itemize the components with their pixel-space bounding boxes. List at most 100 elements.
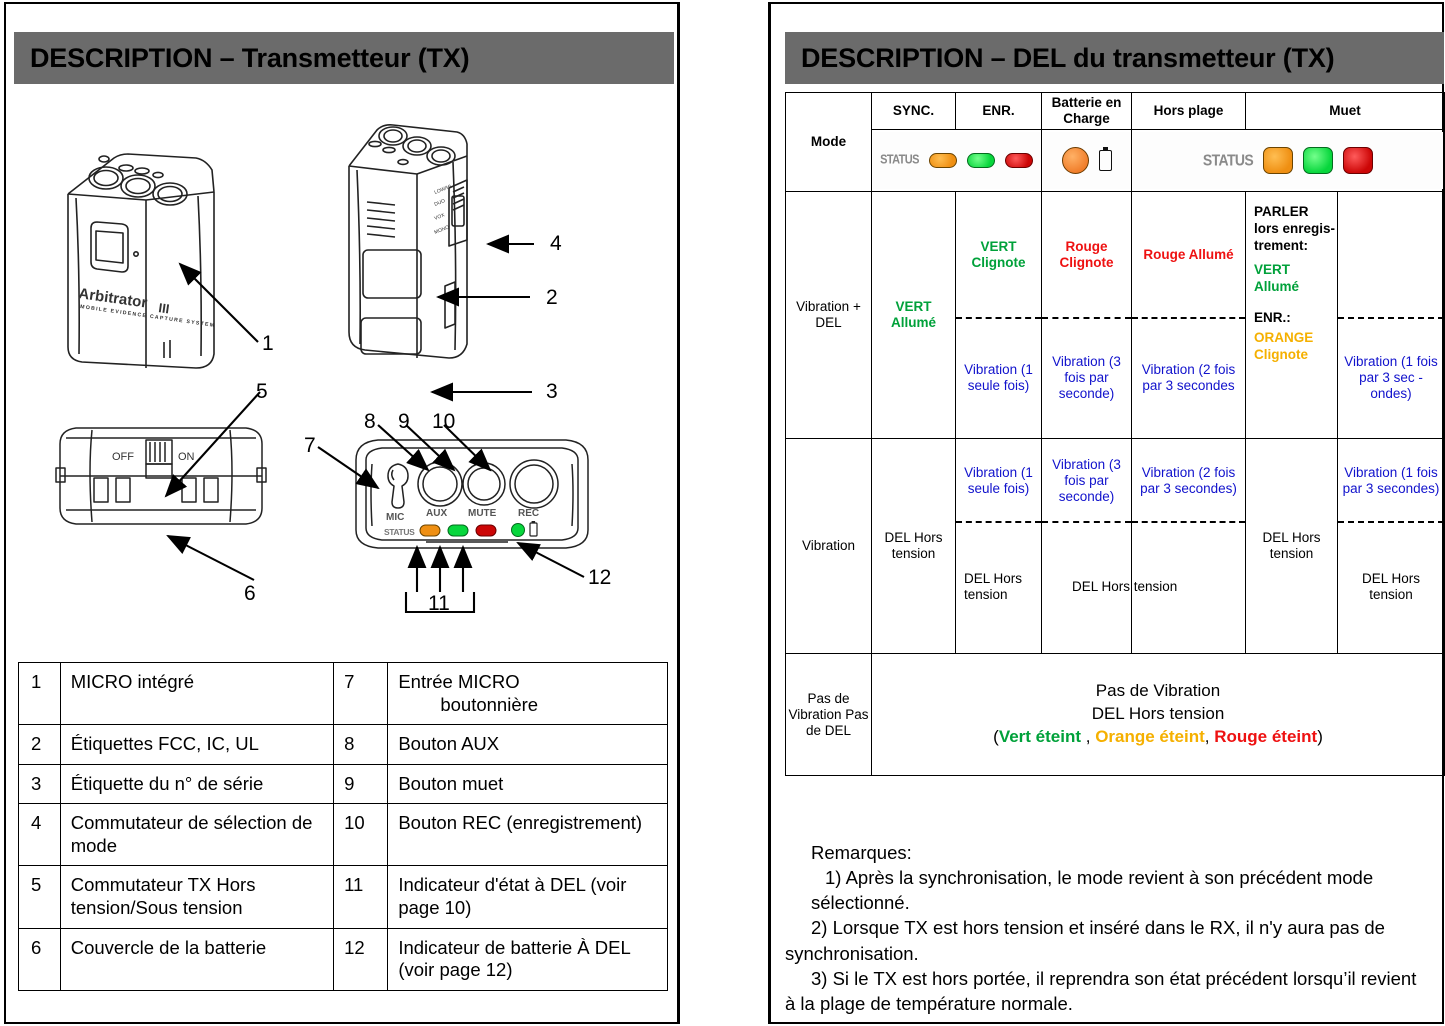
- paren-open: (: [993, 727, 999, 747]
- part-description-line1: Entrée MICRO: [398, 671, 520, 692]
- part-number: 5: [18, 865, 61, 929]
- cell-hors-plage-led: Rouge Allumé: [1143, 247, 1234, 263]
- part-number: 8: [333, 724, 389, 765]
- cell-muet-vibration: Vibration (1 fois par 3 sec -ondes): [1337, 191, 1445, 440]
- cell-hors-plage: Vibration (2 fois par 3 secondes): [1131, 438, 1246, 655]
- svg-text:VOX: VOX: [434, 212, 447, 222]
- note-1-line-2: sélectionné.: [811, 892, 910, 914]
- part-description: MICRO intégré: [59, 661, 335, 726]
- part-number: 3: [18, 763, 61, 805]
- aux-button-label: AUX: [426, 508, 447, 519]
- part-number: 12: [333, 927, 389, 991]
- header-batterie: Batterie en Charge: [1041, 91, 1132, 131]
- part-description-line2: boutonnière: [440, 693, 539, 715]
- callout-5: 5: [256, 380, 268, 403]
- status-strip-muet: STATUS: [1131, 129, 1445, 193]
- cell-batterie-led: Rouge Clignote: [1059, 239, 1114, 271]
- notes-section: Remarques: 1) Après la synchronisation, …: [785, 840, 1440, 1016]
- table-header-row: Mode SYNC. ENR. Batterie en Charge Hors …: [785, 91, 1445, 193]
- part-number: 9: [333, 763, 389, 805]
- vert-eteint: Vert éteint: [998, 727, 1082, 747]
- led-green-icon: [1303, 147, 1334, 175]
- parts-legend-table: 1 MICRO intégré 7 Entrée MICRO boutonniè…: [18, 661, 668, 991]
- device-rear-illustration: LOW/HI DUO VOX MONO: [348, 124, 468, 359]
- header-muet: Muet: [1245, 91, 1445, 131]
- cell-batterie: Rouge Clignote Vibration (3 fois par sec…: [1041, 191, 1132, 440]
- device-top-panel-illustration: MIC AUX MUTE REC STATUS: [355, 439, 589, 549]
- cell-sync: DEL Hors tension: [871, 438, 956, 655]
- part-description: Indicateur d'état à DEL (voir page 10): [387, 865, 668, 929]
- header-enr: ENR.: [955, 91, 1042, 131]
- note-1-line-1: 1) Après la synchronisation, le mode rev…: [825, 867, 1374, 889]
- paren-close: ): [1317, 727, 1323, 747]
- cell-muet-del: DEL Hors tension: [1245, 438, 1338, 655]
- cell-enr-vibration: Vibration (1 seule fois): [964, 465, 1033, 497]
- sep-2: ,: [1204, 727, 1215, 747]
- cell-muet-vibration: Vibration (1 fois par 3 secondes) DEL Ho…: [1337, 438, 1445, 655]
- callout-6: 6: [244, 582, 256, 605]
- part-number: 4: [18, 803, 61, 867]
- cell-mode: Vibration + DEL: [785, 191, 872, 440]
- right-page-title: DESCRIPTION – DEL du transmetteur (TX): [785, 32, 1444, 84]
- led-orange-icon: [1263, 147, 1294, 175]
- row-vibration-del: Vibration + DEL VERT Allumé VERT Clignot…: [785, 191, 1445, 440]
- cell-muet-led: PARLER lors enregis-trement: VERT Allumé…: [1245, 191, 1338, 440]
- cell-muet-parler-state: VERT Allumé: [1254, 262, 1300, 294]
- battery-charge-indicator: [1041, 129, 1132, 193]
- svg-text:MONO: MONO: [434, 224, 451, 235]
- part-description: Étiquettes FCC, IC, UL: [59, 724, 335, 765]
- part-description: Couvercle de la batterie: [59, 927, 335, 991]
- device-front-illustration: Arbitrator III MOBILE EVIDENCE CAPTURE S…: [67, 153, 216, 369]
- switch-on-label: ON: [178, 451, 195, 463]
- cell-none-summary: Pas de Vibration DEL Hors tension (Vert …: [871, 653, 1445, 777]
- cell-hors-plage-vibration: Vibration (2 fois par 3 secondes: [1141, 361, 1236, 393]
- cell-mode: Pas de Vibration Pas de DEL: [785, 653, 872, 777]
- callout-2: 2: [546, 286, 558, 309]
- led-behaviour-table: Mode SYNC. ENR. Batterie en Charge Hors …: [785, 91, 1445, 777]
- callout-4: 4: [550, 232, 562, 255]
- cell-muet-del-text: DEL Hors tension: [1361, 571, 1420, 603]
- led-behaviour-table-wrap: Mode SYNC. ENR. Batterie en Charge Hors …: [785, 91, 1445, 832]
- cell-muet-enr-label: ENR.:: [1254, 309, 1291, 325]
- none-line-1: Pas de Vibration: [1095, 681, 1221, 701]
- part-number: 7: [333, 661, 389, 726]
- callout-9: 9: [398, 410, 410, 433]
- none-line-2: DEL Hors tension: [1091, 704, 1225, 724]
- part-description: Étiquette du n° de série: [59, 763, 335, 805]
- cell-hors-plage-vibration: Vibration (2 fois par 3 secondes): [1140, 465, 1237, 497]
- cell-batterie-vibration: Vibration (3 fois par seconde): [1052, 353, 1121, 401]
- cell-enr: Vibration (1 seule fois) DEL Hors tensio…: [955, 438, 1042, 655]
- led-red-icon: [1343, 147, 1374, 175]
- rec-button-label: REC: [518, 508, 539, 519]
- callout-8: 8: [364, 410, 376, 433]
- part-description: Indicateur de batterie À DEL (voir page …: [387, 927, 668, 991]
- led-green-icon: [966, 153, 995, 169]
- cell-enr-del: DEL Hors tension: [964, 571, 1023, 603]
- cell-muet-enr-state: ORANGE Clignote: [1254, 329, 1314, 362]
- callout-11: 11: [428, 592, 450, 615]
- status-strip-sync-enr: STATUS: [871, 129, 1042, 193]
- status-word-icon: STATUS: [880, 153, 919, 168]
- part-number: 11: [333, 865, 389, 929]
- part-description: Entrée MICRO boutonnière: [387, 661, 668, 726]
- led-red-icon: [1004, 153, 1033, 169]
- cell-enr-led: VERT Clignote: [971, 239, 1026, 271]
- table-row: 2 Étiquettes FCC, IC, UL 8 Bouton AUX: [18, 724, 668, 765]
- part-description: Bouton AUX: [387, 724, 668, 765]
- callout-12: 12: [588, 566, 612, 589]
- led-graphic-row: STATUS: [786, 129, 1445, 193]
- note-2-line-2: synchronisation.: [785, 942, 919, 964]
- led-orange-icon: [928, 153, 957, 169]
- row-vibration: Vibration DEL Hors tension Vibration (1 …: [785, 438, 1445, 655]
- device-bottom-illustration: OFF ON: [55, 427, 267, 525]
- mute-button-label: MUTE: [468, 508, 497, 519]
- cell-batterie-vibration: Vibration (3 fois par seconde): [1052, 457, 1121, 505]
- note-3-line-2: à la plage de température normale.: [785, 992, 1073, 1014]
- table-row: 6 Couvercle de la batterie 12 Indicateur…: [18, 927, 668, 991]
- table-row: 1 MICRO intégré 7 Entrée MICRO boutonniè…: [18, 661, 668, 726]
- note-3-line-1: 3) Si le TX est hors portée, il reprendr…: [811, 967, 1417, 989]
- rouge-eteint: Rouge éteint: [1214, 727, 1318, 747]
- cell-enr-vibration: Vibration (1 seule fois): [964, 361, 1033, 393]
- cell-mode: Vibration: [785, 438, 872, 655]
